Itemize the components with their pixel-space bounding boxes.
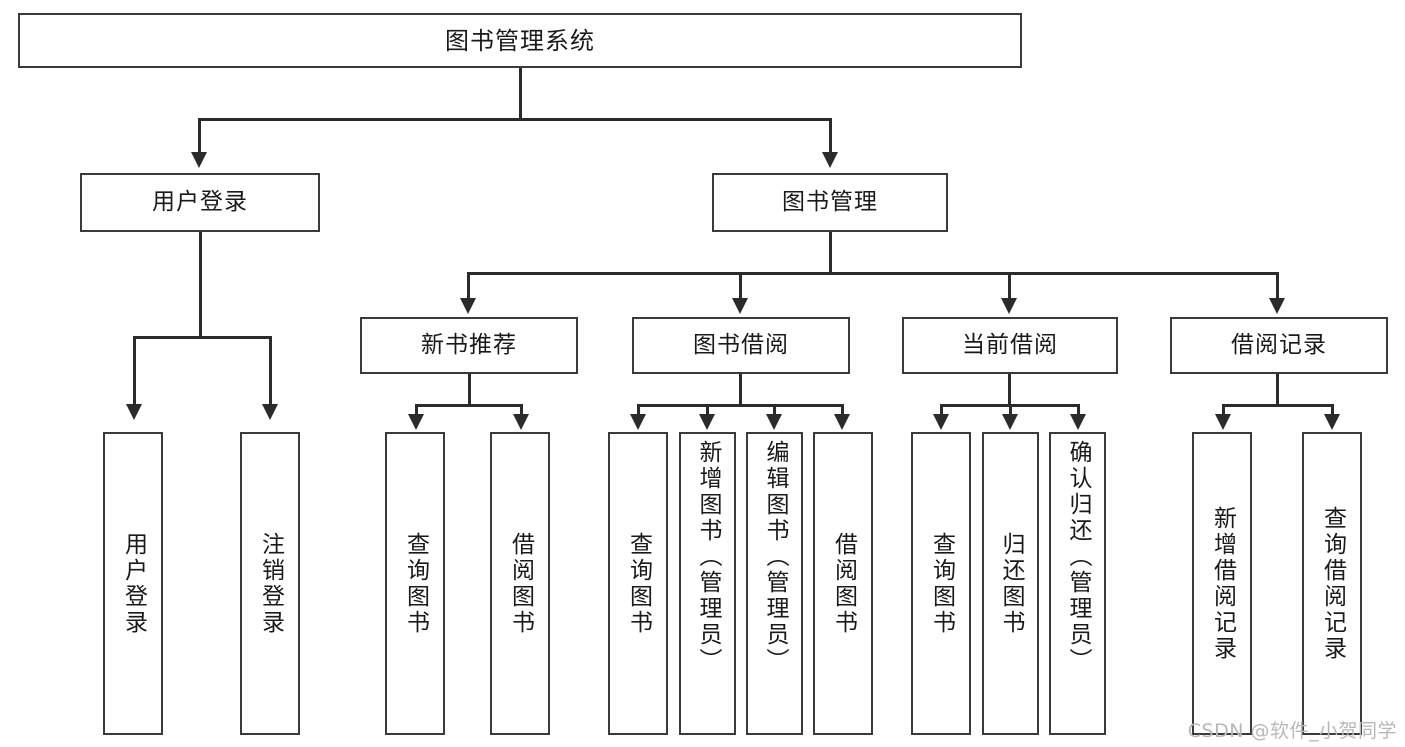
edge-new-book-stem (468, 374, 471, 404)
leaf-query-book-borrow[interactable]: 查询图书 (608, 432, 668, 735)
arrow-to-leaf-query-book-3 (933, 414, 949, 430)
node-label: 新增图书（管理员） (695, 440, 721, 674)
edge-book-mgmt-to-new-book (467, 272, 470, 300)
edge-book-mgmt-to-current-borrow (1008, 272, 1011, 300)
arrow-to-leaf-borrow-book-1 (513, 414, 529, 430)
edge-root-stem (519, 68, 522, 118)
arrow-to-leaf-add-book (699, 414, 715, 430)
edge-borrow-record-bus (1222, 404, 1334, 407)
node-label: 图书管理系统 (445, 26, 595, 55)
node-book-management[interactable]: 图书管理 (712, 173, 948, 232)
node-borrow-record[interactable]: 借阅记录 (1170, 317, 1388, 374)
arrow-to-leaf-logout (262, 404, 278, 420)
node-book-borrow[interactable]: 图书借阅 (632, 317, 850, 374)
arrow-to-leaf-user-login (126, 404, 142, 420)
leaf-query-book-current[interactable]: 查询图书 (911, 432, 971, 735)
arrow-to-book-borrow (732, 298, 748, 314)
arrow-to-user-login (191, 152, 207, 168)
leaf-query-book-new[interactable]: 查询图书 (385, 432, 445, 735)
edge-user-login-to-leaf-2 (269, 336, 272, 406)
arrow-to-leaf-edit-book (766, 414, 782, 430)
node-label: 图书管理 (782, 189, 878, 216)
edge-user-login-bus (133, 336, 272, 339)
leaf-return-book[interactable]: 归还图书 (982, 432, 1039, 735)
leaf-add-borrow-record[interactable]: 新增借阅记录 (1192, 432, 1252, 735)
edge-book-mgmt-bus (467, 272, 1279, 275)
edge-book-mgmt-to-borrow-record (1276, 272, 1279, 300)
node-root-system[interactable]: 图书管理系统 (18, 13, 1022, 68)
node-label: 确认归还（管理员） (1065, 440, 1091, 674)
watermark: CSDN @软件_小贺同学 (1187, 720, 1397, 742)
node-label: 查询图书 (402, 531, 429, 636)
edge-borrow-record-to-leaf-1 (1222, 404, 1225, 416)
edge-book-borrow-to-leaf-2 (706, 404, 709, 416)
edge-root-to-book-mgmt (829, 118, 832, 154)
edge-book-borrow-to-leaf-4 (841, 404, 844, 416)
leaf-query-borrow-record[interactable]: 查询借阅记录 (1302, 432, 1362, 735)
node-label: 归还图书 (998, 531, 1024, 636)
edge-current-borrow-stem (1008, 374, 1011, 404)
leaf-borrow-book-new[interactable]: 借阅图书 (490, 432, 550, 735)
edge-root-bus (198, 118, 832, 121)
node-label: 查询图书 (928, 531, 955, 636)
edge-book-mgmt-stem (829, 232, 832, 272)
node-label: 图书借阅 (693, 332, 789, 359)
leaf-logout[interactable]: 注销登录 (240, 432, 300, 735)
edge-new-book-to-leaf-1 (415, 404, 418, 416)
arrow-to-book-mgmt (822, 152, 838, 168)
edge-new-book-bus (415, 404, 523, 407)
arrow-to-leaf-borrow-book-2 (834, 414, 850, 430)
edge-book-borrow-bus (637, 404, 844, 407)
node-current-borrow[interactable]: 当前借阅 (902, 317, 1118, 374)
node-label: 编辑图书（管理员） (762, 440, 788, 674)
leaf-add-book-admin[interactable]: 新增图书（管理员） (679, 432, 736, 735)
leaf-confirm-return-admin[interactable]: 确认归还（管理员） (1049, 432, 1106, 735)
arrow-to-leaf-query-record (1324, 414, 1340, 430)
node-label: 查询借阅记录 (1319, 505, 1346, 662)
edge-current-borrow-to-leaf-1 (940, 404, 943, 416)
arrow-to-leaf-add-record (1215, 414, 1231, 430)
edge-book-borrow-to-leaf-3 (773, 404, 776, 416)
node-label: 查询图书 (625, 531, 652, 636)
node-label: 借阅记录 (1231, 332, 1327, 359)
arrow-to-leaf-return-book (1002, 414, 1018, 430)
arrow-to-leaf-query-book-1 (408, 414, 424, 430)
edge-current-borrow-to-leaf-3 (1077, 404, 1080, 416)
leaf-borrow-book-borrow[interactable]: 借阅图书 (813, 432, 873, 735)
edge-root-to-user-login (198, 118, 201, 154)
edge-book-borrow-stem (739, 374, 742, 404)
arrow-to-new-book (460, 298, 476, 314)
edge-book-mgmt-to-book-borrow (739, 272, 742, 300)
leaf-edit-book-admin[interactable]: 编辑图书（管理员） (746, 432, 803, 735)
node-label: 新增借阅记录 (1209, 505, 1236, 662)
leaf-user-login[interactable]: 用户登录 (103, 432, 163, 735)
edge-current-borrow-to-leaf-2 (1009, 404, 1012, 416)
edge-user-login-to-leaf-1 (133, 336, 136, 406)
edge-book-borrow-to-leaf-1 (637, 404, 640, 416)
node-label: 借阅图书 (507, 531, 534, 636)
node-label: 用户登录 (120, 531, 147, 636)
edge-new-book-to-leaf-2 (520, 404, 523, 416)
node-label: 新书推荐 (421, 332, 517, 359)
node-label: 借阅图书 (830, 531, 857, 636)
edge-user-login-stem (199, 232, 202, 336)
node-user-login[interactable]: 用户登录 (80, 173, 320, 232)
edge-borrow-record-stem (1276, 374, 1279, 404)
node-label: 注销登录 (257, 531, 284, 636)
arrow-to-leaf-confirm-return (1070, 414, 1086, 430)
edge-borrow-record-to-leaf-2 (1331, 404, 1334, 416)
arrow-to-leaf-query-book-2 (630, 414, 646, 430)
node-label: 当前借阅 (962, 332, 1058, 359)
node-label: 用户登录 (152, 189, 248, 216)
node-new-book-recommend[interactable]: 新书推荐 (360, 317, 578, 374)
arrow-to-current-borrow (1001, 298, 1017, 314)
arrow-to-borrow-record (1269, 298, 1285, 314)
